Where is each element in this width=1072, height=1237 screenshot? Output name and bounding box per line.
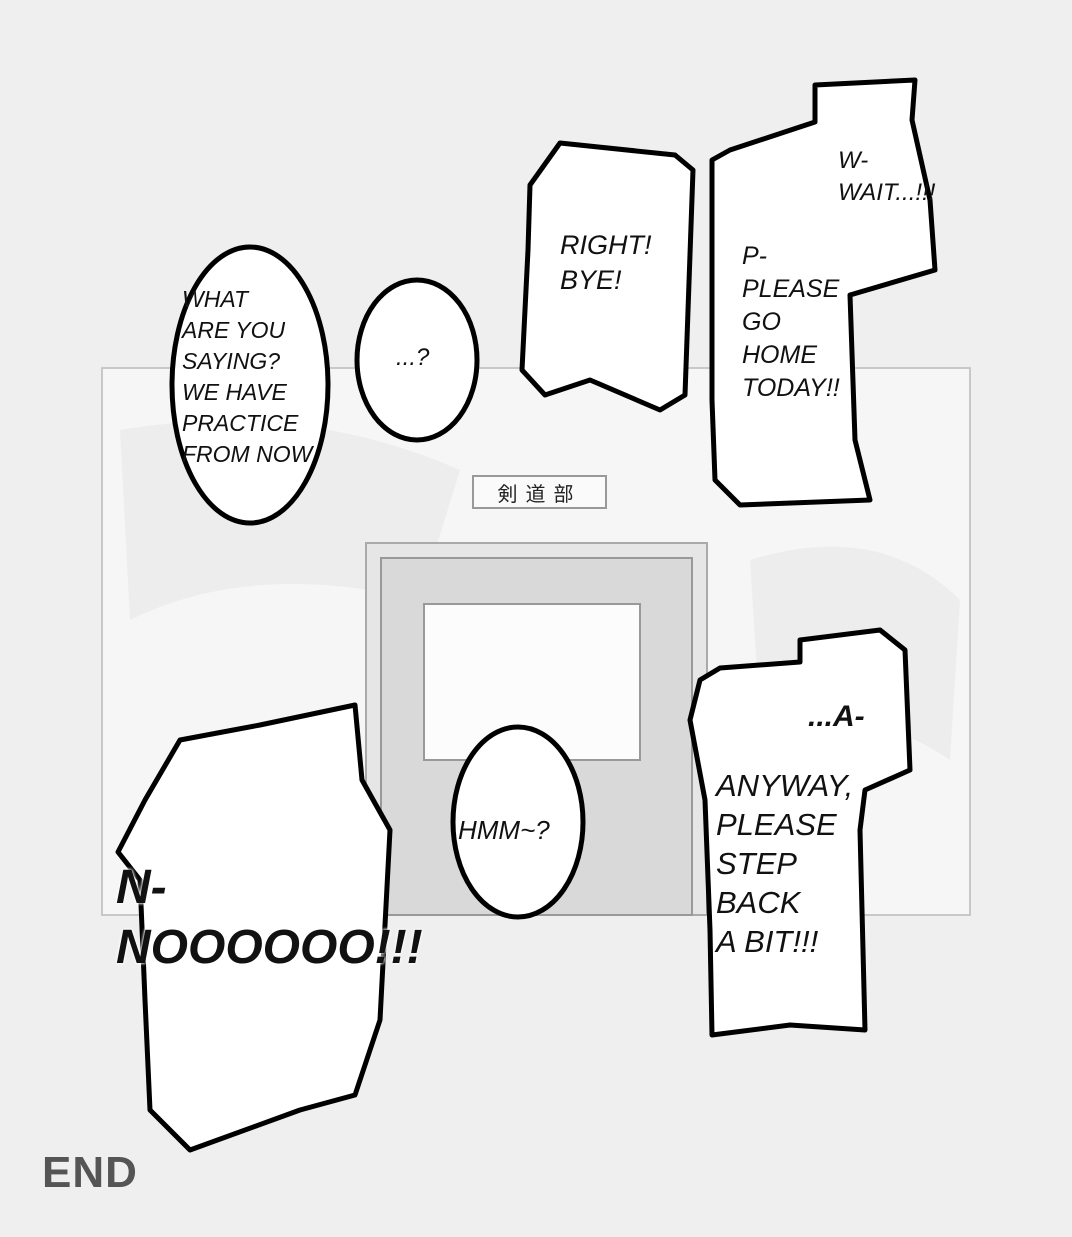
- speech-bubble-anyway: [687, 627, 913, 1038]
- dialogue-line: We have: [182, 379, 287, 405]
- club-sign-text: 剣道部: [497, 481, 582, 506]
- dialogue-question: ...?: [396, 344, 430, 371]
- speech-bubble-right-bye: [519, 140, 696, 413]
- dialogue-line: please: [716, 807, 837, 842]
- dialogue-line: What: [182, 286, 249, 312]
- dialogue-line: home: [742, 341, 817, 369]
- dialogue-what-are-you-saying: What are you saying? We have practice from no…: [182, 284, 312, 470]
- dialogue-line: a bit!!!: [716, 924, 819, 959]
- dialogue-line: P-: [742, 242, 767, 270]
- dialogue-line: please: [742, 275, 840, 303]
- panel-shading: [120, 421, 960, 760]
- dialogue-line: N-: [116, 861, 167, 914]
- dialogue-no: N- NOOOOOO!!!: [116, 858, 423, 978]
- dialogue-anyway: Anyway, please step back a bit!!!: [716, 766, 853, 961]
- speech-bubble-no: [115, 702, 393, 1153]
- dialogue-line: are you: [182, 317, 286, 343]
- speech-bubble-what: [169, 244, 331, 526]
- dialogue-line: from now: [182, 441, 313, 467]
- dialogue-line: Bye!: [560, 265, 622, 295]
- dialogue-line: practice: [182, 410, 299, 436]
- dialogue-line: back: [716, 885, 801, 920]
- speech-bubble-please-go-home: [709, 77, 938, 508]
- speech-bubble-hmm: [450, 724, 586, 920]
- speech-bubble-question: [354, 277, 480, 443]
- dialogue-line: saying?: [182, 348, 280, 374]
- dialogue-please-go-home: P-please go home today!!: [742, 240, 840, 405]
- dialogue-a: ...A-: [808, 700, 865, 733]
- dialogue-right-bye: Right! Bye!: [560, 228, 652, 298]
- dialogue-line: today!!: [742, 374, 840, 402]
- club-sign: [472, 475, 607, 509]
- dialogue-wait: W-wait...!!!: [838, 145, 935, 209]
- dialogue-line: W-: [838, 147, 869, 174]
- dialogue-line: go: [742, 308, 781, 336]
- dialogue-line: wait...!!!: [838, 179, 936, 206]
- dialogue-line: Anyway,: [716, 768, 854, 803]
- dialogue-line: Right!: [560, 230, 652, 260]
- dialogue-line: step: [716, 846, 797, 881]
- dialogue-line: NOOOOOO!!!: [116, 921, 423, 974]
- dialogue-hmm: Hmm~?: [458, 815, 550, 845]
- end-label: END: [42, 1148, 138, 1197]
